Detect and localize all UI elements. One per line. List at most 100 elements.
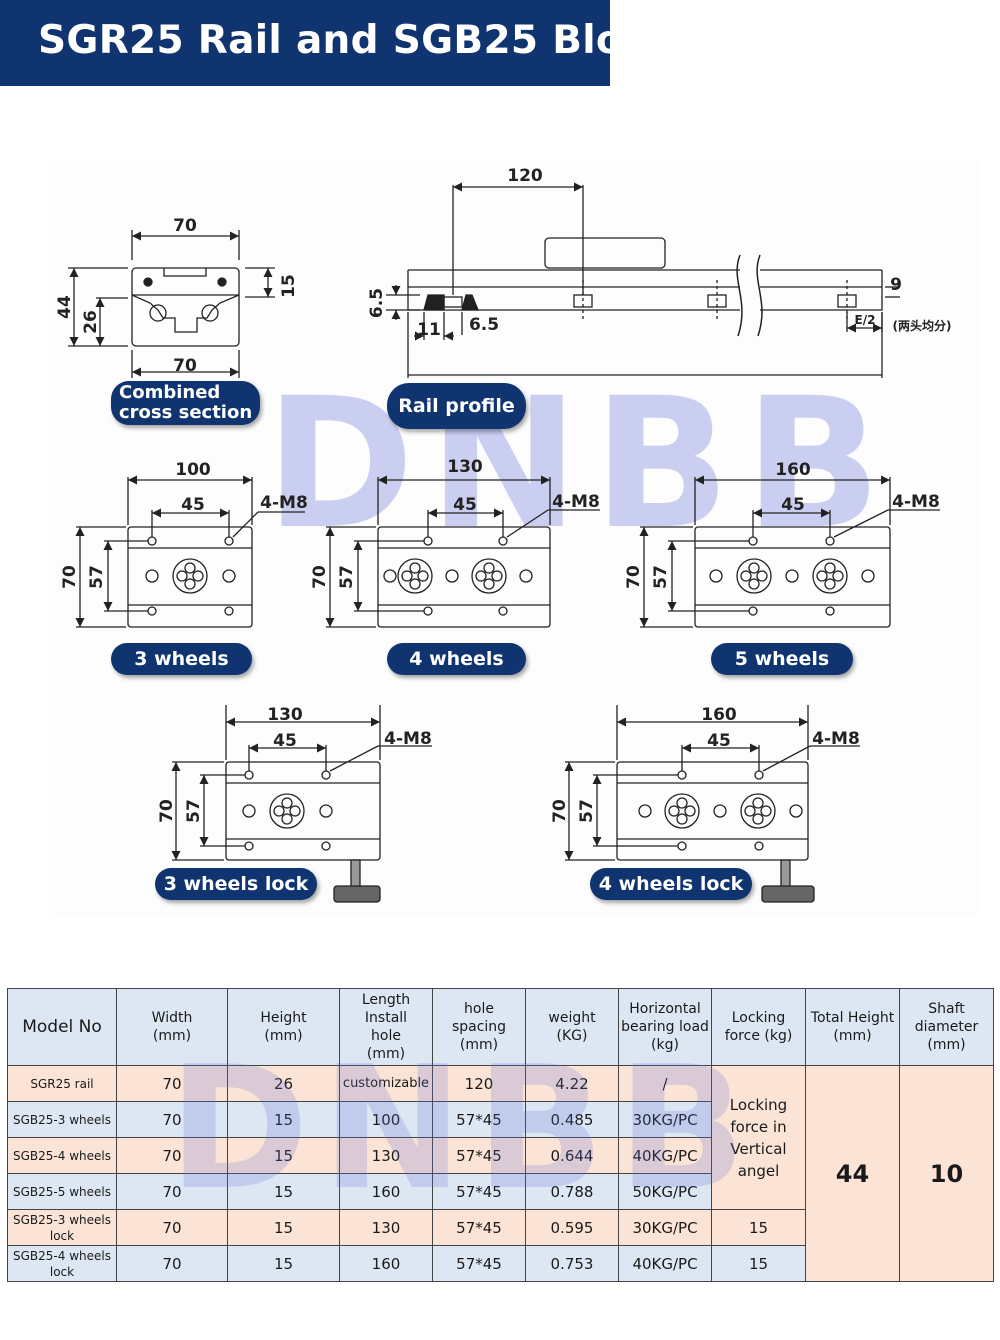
four-wheels-drawing (325, 475, 600, 628)
cell-height: 15 (227, 1101, 340, 1138)
cross-top-width: 70 (173, 216, 197, 236)
four-wheels-thread: 4-M8 (552, 492, 600, 512)
technical-drawings: 70 70 44 26 15 120 6.5 11 (55, 166, 952, 903)
header-cell: weight(KG) (525, 988, 619, 1066)
four-wheels-spacing: 45 (453, 495, 477, 515)
rail-thickness: 9 (890, 275, 902, 295)
four-lock-hole-width: 57 (577, 799, 597, 823)
cell-width: 70 (116, 1065, 228, 1102)
three-wheels-length: 100 (175, 460, 211, 480)
header-cell: Total Height(mm) (805, 988, 900, 1066)
four-lock-width: 70 (550, 799, 570, 823)
cell-spacing: 57*45 (432, 1101, 526, 1138)
cell-length: 160 (339, 1245, 433, 1282)
cross-block-height: 15 (279, 274, 299, 298)
cell-weight: 0.595 (525, 1209, 619, 1246)
five-wheels-drawing (639, 475, 940, 628)
rail-slot-width: 11 (417, 320, 441, 340)
cell-width: 70 (116, 1137, 228, 1174)
cell-model: SGR25 rail (7, 1065, 117, 1102)
five-wheels-spacing: 45 (781, 495, 805, 515)
cell-spacing: 57*45 (432, 1209, 526, 1246)
page-title: SGR25 Rail and SGB25 Block (38, 18, 673, 63)
cell-length: 130 (339, 1209, 433, 1246)
table-row: SGB25-5 wheels 70 15 160 57*45 0.788 50K… (7, 1173, 994, 1210)
header-cell: hole spacing(mm) (432, 988, 526, 1066)
table-row: SGB25-4 wheels 70 15 130 57*45 0.644 40K… (7, 1137, 994, 1174)
three-wheels-width: 70 (60, 565, 80, 589)
title-banner: SGR25 Rail and SGB25 Block (0, 0, 672, 86)
cell-load: 40KG/PC (618, 1245, 712, 1282)
three-lock-thread: 4-M8 (384, 729, 432, 749)
three-lock-length: 130 (267, 705, 303, 725)
header-cell: Height(mm) (227, 988, 340, 1066)
five-wheels-hole-width: 57 (651, 565, 671, 589)
cell-weight: 0.485 (525, 1101, 619, 1138)
label-four-wheels-lock: 4 wheels lock (590, 868, 752, 900)
rail-length: 120 (507, 166, 543, 186)
label-three-wheels: 3 wheels (111, 643, 252, 675)
label-combined-line-2: cross section (119, 402, 253, 423)
three-wheels-hole-width: 57 (87, 565, 107, 589)
table-header-row: Model No Width(mm) Height(mm) Length Ins… (7, 988, 994, 1066)
cell-load: / (618, 1065, 712, 1102)
label-five-wheels: 5 wheels (711, 643, 853, 675)
three-wheels-drawing (75, 475, 305, 628)
cell-height: 15 (227, 1245, 340, 1282)
header-cell: Width(mm) (116, 988, 228, 1066)
cell-spacing: 57*45 (432, 1137, 526, 1174)
three-lock-spacing: 45 (273, 731, 297, 751)
cell-locking: 15 (711, 1245, 806, 1282)
cell-model: SGB25-5 wheels (7, 1173, 117, 1210)
cell-spacing: 120 (432, 1065, 526, 1102)
cell-model: SGB25-3 wheels (7, 1101, 117, 1138)
cell-length: 100 (339, 1101, 433, 1138)
cell-spacing: 57*45 (432, 1173, 526, 1210)
five-wheels-length: 160 (775, 460, 811, 480)
five-wheels-thread: 4-M8 (892, 492, 940, 512)
cell-shaft-diameter: 10 (899, 1065, 994, 1282)
cell-height: 15 (227, 1173, 340, 1210)
four-wheels-hole-width: 57 (337, 565, 357, 589)
four-lock-length: 160 (701, 705, 737, 725)
cell-width: 70 (116, 1209, 228, 1246)
cell-height: 15 (227, 1209, 340, 1246)
four-lock-thread: 4-M8 (812, 729, 860, 749)
three-lock-width: 70 (157, 799, 177, 823)
cross-section-drawing (68, 230, 275, 378)
cell-width: 70 (116, 1101, 228, 1138)
cell-height: 26 (227, 1065, 340, 1102)
three-wheels-lock-drawing (171, 705, 432, 903)
cell-load: 30KG/PC (618, 1209, 712, 1246)
label-combined-cross-section: Combined cross section (111, 381, 261, 425)
label-combined-line-1: Combined (119, 382, 221, 403)
cell-height: 15 (227, 1137, 340, 1174)
four-wheels-width: 70 (310, 565, 330, 589)
three-wheels-thread: 4-M8 (260, 493, 308, 513)
cell-load: 40KG/PC (618, 1137, 712, 1174)
rail-profile-drawing (386, 182, 900, 378)
cell-width: 70 (116, 1173, 228, 1210)
spec-table: Model No Width(mm) Height(mm) Length Ins… (7, 988, 994, 1282)
four-wheels-lock-drawing (564, 705, 860, 903)
cell-weight: 4.22 (525, 1065, 619, 1102)
label-four-wheels: 4 wheels (387, 643, 526, 675)
label-three-wheels-lock: 3 wheels lock (155, 868, 317, 900)
table-row: SGR25 rail 70 26 customizable 120 4.22 /… (7, 1065, 994, 1282)
rail-end-note: (两头均分) (893, 318, 952, 333)
cell-width: 70 (116, 1245, 228, 1282)
three-lock-hole-width: 57 (184, 799, 204, 823)
cross-total-height: 44 (55, 295, 75, 319)
four-wheels-length: 130 (447, 457, 483, 477)
rail-end-spacing: E/2 (855, 313, 876, 327)
cell-total-height: 44 (805, 1065, 900, 1282)
